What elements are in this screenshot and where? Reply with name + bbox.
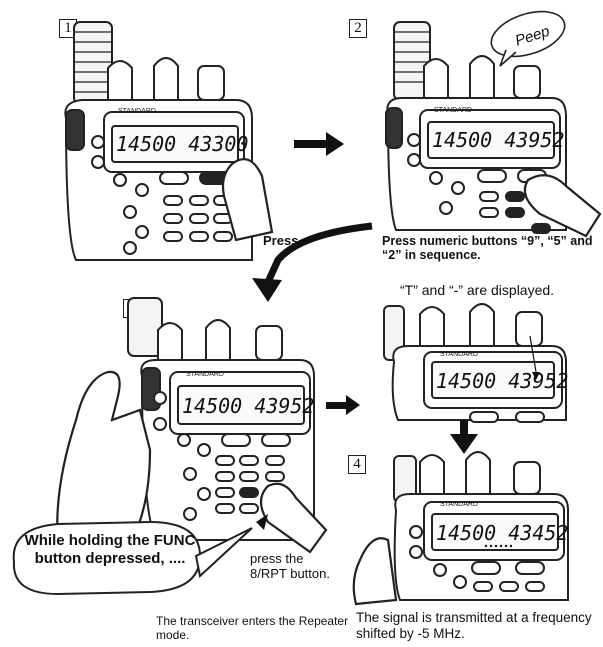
arrow-right-1 (294, 132, 344, 156)
lcd-display-2: 14500 43952 (432, 128, 564, 152)
func-callout-text: While holding the FUNC button depressed,… (24, 532, 196, 568)
brand-label-2: STANDARD (434, 107, 472, 114)
caption-display-t-minus: “T” and “-” are displayed. (400, 283, 554, 297)
radio-step-3 (57, 298, 326, 560)
caption-step-1: Press. (263, 234, 302, 248)
brand-label-4: STANDARD (440, 351, 478, 358)
caption-step-2: Press numeric buttons “9”, “5” and “2” i… (382, 234, 597, 262)
radio-display-detail (384, 304, 566, 422)
brand-label-1: STANDARD (118, 108, 156, 115)
arrow-down (450, 420, 478, 454)
caption-repeater-mode: The transceiver enters the Repeater mode… (156, 614, 366, 642)
lcd-display-5: 14500 43452 (436, 521, 568, 545)
arrow-curved-head (252, 278, 282, 302)
brand-label-3: STANDARD (186, 371, 224, 378)
lcd-display-3: 14500 43952 (182, 394, 314, 418)
lcd-display-4: 14500 43952 (436, 369, 568, 393)
lcd-display-1: 14500 43300 (116, 132, 248, 156)
caption-press-8rpt: press the 8/RPT button. (250, 551, 330, 581)
arrow-right-2 (326, 395, 360, 415)
caption-step-4: The signal is transmitted at a frequency… (356, 610, 601, 642)
brand-label-5: STANDARD (440, 501, 478, 508)
